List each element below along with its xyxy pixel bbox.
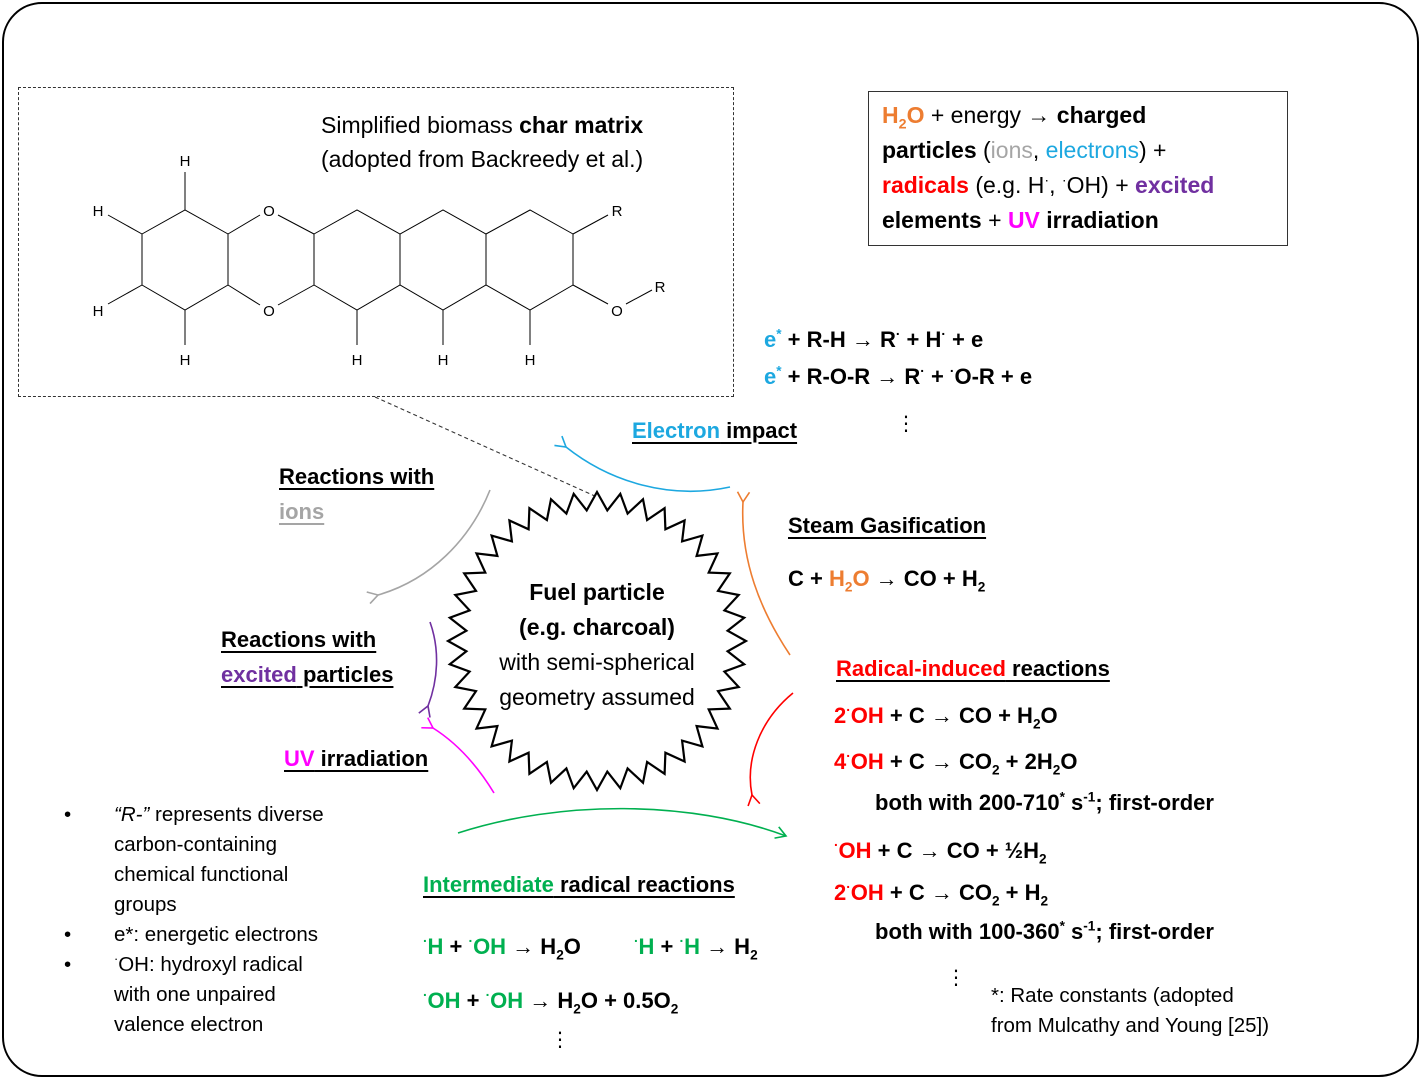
svg-text:O: O <box>263 303 275 320</box>
intermediate-ellipsis: ⋮ <box>550 1029 570 1051</box>
intermediate-eq-2: ·H + ·H → H2 <box>634 933 758 963</box>
label-uv-irradiation: UV irradiation <box>284 746 429 771</box>
label-reactions-ions-1: Reactions with <box>279 464 435 489</box>
radical-arrow <box>747 692 794 807</box>
char-matrix-subtitle: (adopted from Backreedy et al.) <box>321 146 644 172</box>
radical-eq-3: ·OH + C → CO + ½H2 <box>834 837 1047 867</box>
label-radical-induced: Radical-induced reactions <box>836 656 1110 681</box>
svg-text:H: H <box>93 303 104 320</box>
footnote-line-1: *: Rate constants (adopted <box>991 984 1234 1007</box>
svg-text:R: R <box>612 203 623 220</box>
label-reactions-excited-2: excited particles <box>221 662 394 687</box>
svg-text:O: O <box>611 303 623 320</box>
svg-text:H: H <box>180 153 191 170</box>
molecule-atoms: H H H H H H H O O O R R <box>93 153 666 369</box>
label-electron-impact: Electron impact <box>632 418 798 443</box>
intermediate-arrow <box>457 807 788 839</box>
note-r-group: • “R-” represents diverse carbon-contain… <box>64 803 324 916</box>
ions-arrow <box>366 489 491 605</box>
radical-rate-1: both with 200-710* s-1; first-order <box>875 789 1214 815</box>
svg-text:H: H <box>352 352 363 369</box>
intermediate-eq-3: ·OH + ·OH → H2O + 0.5O2 <box>423 987 679 1017</box>
h2o-formula: H2O <box>882 102 925 133</box>
electron-eq-ellipsis: ⋮ <box>896 413 916 435</box>
svg-text:H: H <box>525 352 536 369</box>
steam-arrow <box>736 491 791 656</box>
svg-text:R: R <box>655 279 666 296</box>
electron-impact-arrow <box>554 435 731 493</box>
svg-text:O: O <box>263 203 275 220</box>
label-steam-gasification: Steam Gasification <box>788 513 987 538</box>
electron-eq-1: e* + R-H → R· + H· + e <box>764 326 984 352</box>
notes-list: • “R-” represents diverse carbon-contain… <box>60 800 324 1040</box>
char-matrix-title: Simplified biomass char matrix <box>321 112 644 138</box>
label-reactions-excited-1: Reactions with <box>221 627 377 652</box>
excited-arrow <box>418 621 438 718</box>
steam-equation: C + H2O → CO + H2 <box>788 566 986 595</box>
char-matrix-structure <box>107 172 653 345</box>
fuel-particle-label: Fuel particle (e.g. charcoal) with semi-… <box>499 579 695 710</box>
footnote-line-2: from Mulcathy and Young [25]) <box>991 1014 1270 1037</box>
svg-text:H: H <box>438 352 449 369</box>
label-reactions-ions-2: ions <box>279 499 325 524</box>
svg-text:H: H <box>93 203 104 220</box>
char-matrix-box <box>18 87 734 397</box>
energy-box <box>868 91 1288 246</box>
svg-text:H: H <box>180 352 191 369</box>
note-energetic-electrons: • e*: energetic electrons <box>64 923 318 946</box>
radical-ellipsis: ⋮ <box>946 967 966 989</box>
note-hydroxyl: • ·OH: hydroxyl radical with one unpaire… <box>64 951 303 1036</box>
label-intermediate-reactions: Intermediate radical reactions <box>423 872 735 897</box>
fuel-particle <box>445 489 749 793</box>
radical-eq-2: 4·OH + C → CO2 + 2H2O <box>834 748 1078 778</box>
intermediate-eq-1: ·H + ·OH → H2O <box>423 933 581 963</box>
radical-eq-4: 2·OH + C → CO2 + H2 <box>834 879 1049 909</box>
radical-eq-1: 2·OH + C → CO + H2O <box>834 702 1058 732</box>
uv-arrow <box>421 717 495 794</box>
electron-eq-2: e* + R-O-R → R· + ·O-R + e <box>764 363 1033 389</box>
energy-box-text: H2O + energy → charged particles (ions, … <box>882 102 1215 233</box>
leader-line <box>374 396 598 498</box>
radical-rate-2: both with 100-360* s-1; first-order <box>875 918 1214 944</box>
